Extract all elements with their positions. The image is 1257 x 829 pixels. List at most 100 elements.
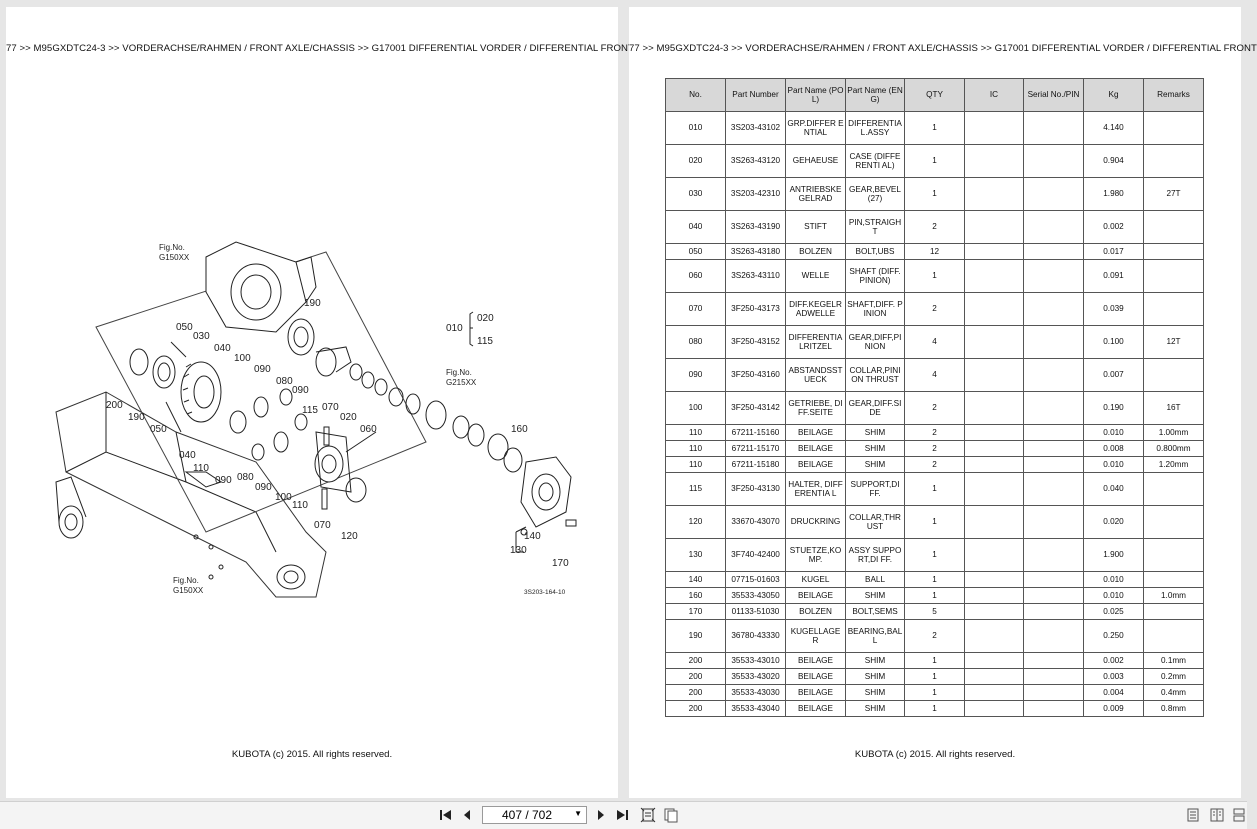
cell-remarks: 1.20mm	[1143, 456, 1204, 473]
cell-part-number: 3S263-43110	[725, 259, 786, 293]
cell-part-name-eng: BEARING,BAL L	[845, 619, 905, 653]
cell-part-name-eng: SHIM	[845, 700, 905, 717]
cell-qty: 1	[904, 259, 965, 293]
cell-ic	[964, 424, 1024, 441]
cell-ic	[964, 358, 1024, 392]
cell-kg: 0.010	[1083, 571, 1144, 588]
cell-ic	[964, 111, 1024, 145]
right-page: 77 >> M95GXDTC24-3 >> VORDERACHSE/RAHMEN…	[629, 7, 1257, 798]
col-header-part-name-eng: Part Name (ENG)	[845, 78, 905, 112]
callout: 050	[176, 322, 193, 333]
cell-part-name-eng: COLLAR,PINI ON THRUST	[845, 358, 905, 392]
col-header-part-number: Part Number	[725, 78, 786, 112]
col-header-remarks: Remarks	[1143, 78, 1204, 112]
callout: 090	[215, 475, 232, 486]
next-page-icon[interactable]	[592, 806, 610, 824]
callout: 115	[302, 405, 318, 416]
cell-remarks	[1143, 619, 1204, 653]
cell-qty: 1	[904, 684, 965, 701]
callout: 130	[510, 545, 527, 556]
cell-part-name-pol: BEILAGE	[785, 652, 846, 669]
cell-part-name-pol: DIFFERENTIA LRITZEL	[785, 325, 846, 359]
two-page-icon[interactable]	[662, 806, 680, 824]
cell-part-name-pol: GRP.DIFFER ENTIAL	[785, 111, 846, 145]
cell-qty: 1	[904, 177, 965, 211]
cell-ic	[964, 505, 1024, 539]
callout: 030	[193, 331, 210, 342]
callout: 080	[276, 376, 293, 387]
cell-part-number: 3F250-43152	[725, 325, 786, 359]
cell-ic	[964, 243, 1024, 260]
callout: 190	[128, 412, 145, 423]
fig-ref-bottom: G150XX	[173, 586, 204, 595]
cell-kg: 4.140	[1083, 111, 1144, 145]
cell-qty: 1	[904, 505, 965, 539]
cell-ic	[964, 684, 1024, 701]
continuous-view-icon[interactable]	[1230, 806, 1248, 824]
prev-page-icon[interactable]	[458, 806, 476, 824]
cell-remarks: 0.2mm	[1143, 668, 1204, 685]
cell-kg: 0.039	[1083, 292, 1144, 326]
cell-part-number: 35533-43050	[725, 587, 786, 604]
cell-part-number: 33670-43070	[725, 505, 786, 539]
cell-part-name-eng: BOLT,UBS	[845, 243, 905, 260]
cell-part-number: 01133-51030	[725, 603, 786, 620]
cell-part-name-pol: BEILAGE	[785, 424, 846, 441]
cell-serial	[1023, 456, 1084, 473]
callout: 090	[255, 482, 272, 493]
cell-serial	[1023, 424, 1084, 441]
cell-kg: 0.025	[1083, 603, 1144, 620]
cell-part-name-eng: PIN,STRAIGH T	[845, 210, 905, 244]
cell-remarks: 27T	[1143, 177, 1204, 211]
cell-qty: 1	[904, 652, 965, 669]
cell-part-number: 35533-43030	[725, 684, 786, 701]
cell-ic	[964, 440, 1024, 457]
cell-remarks: 0.1mm	[1143, 652, 1204, 669]
callout: 200	[106, 400, 123, 411]
cell-part-name-eng: GEAR,DIFF.SI DE	[845, 391, 905, 425]
cell-kg: 0.091	[1083, 259, 1144, 293]
cell-part-number: 3F250-43130	[725, 472, 786, 506]
cell-qty: 2	[904, 292, 965, 326]
callout: 020	[477, 313, 494, 324]
cell-serial	[1023, 700, 1084, 717]
first-page-icon[interactable]	[437, 806, 455, 824]
facing-view-icon[interactable]	[1208, 806, 1226, 824]
cell-no: 090	[665, 358, 726, 392]
cell-no: 070	[665, 292, 726, 326]
single-view-icon[interactable]	[1184, 806, 1202, 824]
cell-no: 110	[665, 456, 726, 473]
cell-part-number: 3S263-43190	[725, 210, 786, 244]
table-header-row: No. Part Number Part Name (POL) Part Nam…	[665, 78, 1204, 112]
fit-page-icon[interactable]	[639, 806, 657, 824]
cell-kg: 0.002	[1083, 652, 1144, 669]
cell-no: 170	[665, 603, 726, 620]
cell-qty: 1	[904, 111, 965, 145]
cell-part-name-eng: SHIM	[845, 587, 905, 604]
cell-no: 110	[665, 424, 726, 441]
cell-qty: 5	[904, 603, 965, 620]
page-number-select[interactable]: 407 / 702 ▼	[482, 806, 587, 824]
cell-remarks	[1143, 472, 1204, 506]
callout: 140	[524, 531, 541, 542]
last-page-icon[interactable]	[613, 806, 631, 824]
cell-no: 100	[665, 391, 726, 425]
cell-ic	[964, 538, 1024, 572]
callout: 020	[340, 412, 357, 423]
cell-part-name-pol: KUGELLAGE R	[785, 619, 846, 653]
cell-qty: 1	[904, 700, 965, 717]
cell-serial	[1023, 391, 1084, 425]
cell-remarks	[1143, 505, 1204, 539]
callout: 040	[214, 343, 231, 354]
cell-part-number: 3F740-42400	[725, 538, 786, 572]
cell-remarks	[1143, 210, 1204, 244]
cell-part-name-pol: BOLZEN	[785, 603, 846, 620]
cell-part-number: 36780-43330	[725, 619, 786, 653]
breadcrumb: 77 >> M95GXDTC24-3 >> VORDERACHSE/RAHMEN…	[6, 43, 634, 54]
diagram-code: 3S203-164-10	[524, 589, 566, 596]
